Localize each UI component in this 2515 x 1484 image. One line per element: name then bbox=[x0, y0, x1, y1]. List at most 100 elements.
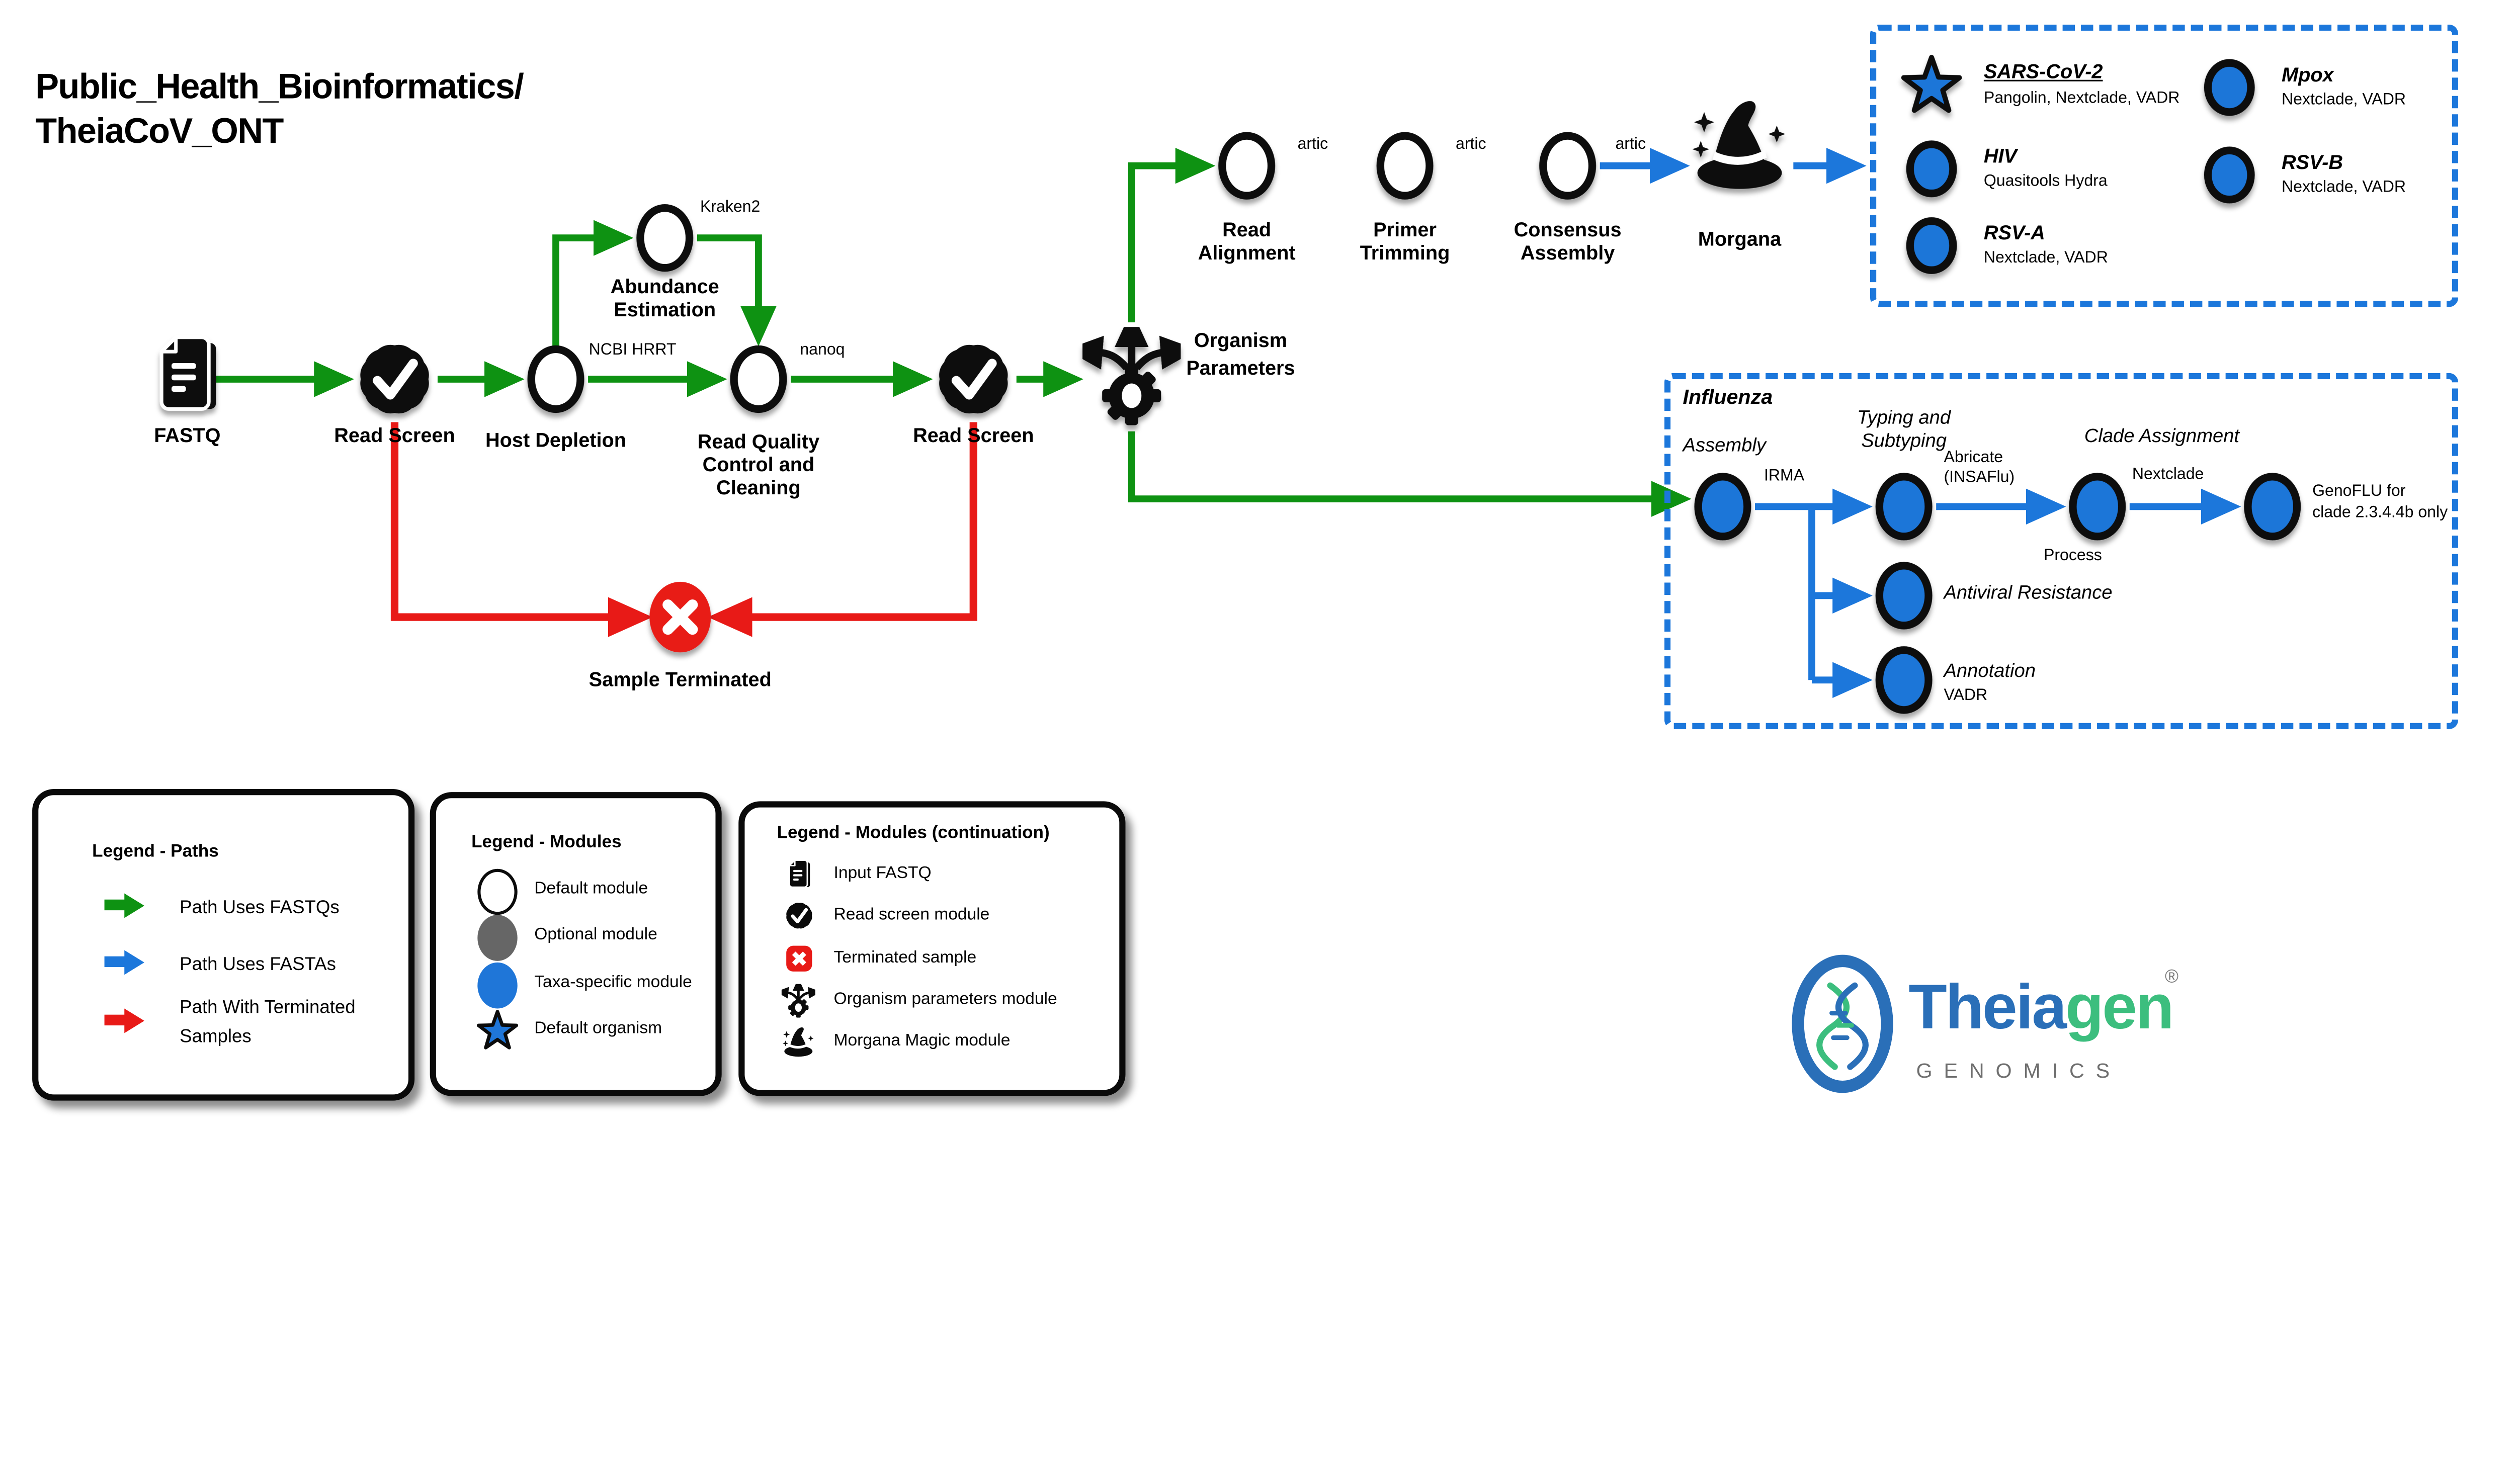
legend-modules-item-taxa: Taxa-specific module bbox=[534, 973, 692, 992]
terminated-sample-legend-icon bbox=[783, 942, 815, 975]
flu-clade-tool: Nextclade bbox=[2132, 465, 2204, 484]
influenza-box bbox=[1664, 373, 2459, 729]
legend-modules-item-optional: Optional module bbox=[534, 925, 657, 944]
read-quality-label-2: Control and bbox=[702, 453, 815, 476]
flu-genoflu-label-2: clade 2.3.4.4b only bbox=[2312, 503, 2448, 522]
brand-gen: gen bbox=[2065, 972, 2174, 1042]
legend-paths-item-fasta: Path Uses FASTAs bbox=[180, 953, 336, 975]
rsv-a-module bbox=[1906, 217, 1957, 274]
host-depletion-label: Host Depletion bbox=[485, 428, 627, 452]
host-depletion-tool: NCBI HRRT bbox=[589, 340, 677, 360]
organism-rsv-a-tools: Nextclade, VADR bbox=[1983, 248, 2108, 268]
rsv-b-module bbox=[2204, 146, 2255, 204]
morgana-magic-legend-icon bbox=[782, 1025, 815, 1059]
flu-genoflu-roman: GenoFLU bbox=[2312, 482, 2383, 501]
flu-antiviral-module bbox=[1875, 562, 1933, 630]
primer-trimming-label-2: Trimming bbox=[1360, 241, 1450, 265]
flu-annotation-tool: VADR bbox=[1944, 686, 1988, 705]
abundance-estimation-module bbox=[636, 204, 694, 272]
consensus-assembly-label-2: Assembly bbox=[1520, 241, 1615, 265]
connector-readscreen2-terminated bbox=[708, 422, 977, 637]
organism-rsv-a-name: RSV-A bbox=[1983, 221, 2045, 244]
fastq-path-arrow-icon bbox=[104, 893, 144, 917]
sample-terminated-label: Sample Terminated bbox=[589, 667, 772, 691]
fastq-label: FASTQ bbox=[154, 423, 221, 447]
connector-organismparams-influenza bbox=[1128, 431, 1692, 517]
flu-typing-tool-2: (INSAFlu) bbox=[1944, 468, 2015, 487]
flu-genoflu-module bbox=[2244, 473, 2301, 541]
influenza-title: Influenza bbox=[1683, 385, 1773, 408]
primer-trimming-module bbox=[1376, 132, 1434, 200]
morgana-magic-icon bbox=[1692, 101, 1786, 189]
organisms-box bbox=[1870, 24, 2459, 307]
read-alignment-label-2: Alignment bbox=[1198, 241, 1296, 265]
sample-terminated-icon bbox=[649, 581, 711, 653]
fasta-path-connectors bbox=[1600, 147, 2241, 698]
legend-paths-item-terminated-2: Samples bbox=[180, 1025, 252, 1047]
fasta-path-arrow-icon bbox=[104, 949, 144, 974]
consensus-assembly-tool: artic bbox=[1615, 135, 1646, 154]
terminated-path-arrow-icon bbox=[104, 1007, 144, 1032]
morgana-label: Morgana bbox=[1698, 227, 1782, 250]
input-fastq-icon bbox=[161, 337, 216, 409]
legend-cont-item-morgana: Morgana Magic module bbox=[833, 1031, 1011, 1050]
flu-typing-module bbox=[1875, 473, 1933, 541]
flu-annotation-module bbox=[1875, 646, 1933, 714]
flu-typing-header-1: Typing and bbox=[1857, 406, 1951, 428]
read-alignment-module bbox=[1218, 132, 1276, 200]
read-screen-2-badge-icon bbox=[933, 338, 1015, 420]
fastq-path-connectors bbox=[199, 147, 1692, 517]
theiagen-wordmark: Theiagen bbox=[1908, 972, 2174, 1042]
host-depletion-module bbox=[527, 345, 584, 413]
consensus-assembly-module bbox=[1539, 132, 1597, 200]
abundance-label-2: Estimation bbox=[614, 298, 716, 321]
consensus-assembly-label-1: Consensus bbox=[1514, 218, 1622, 241]
organism-mpox-tools: Nextclade, VADR bbox=[2282, 91, 2406, 109]
legend-cont-item-readscreen: Read screen module bbox=[833, 905, 990, 924]
organism-rsv-b-tools: Nextclade, VADR bbox=[2282, 178, 2406, 197]
legend-paths-box bbox=[32, 789, 415, 1101]
legend-paths-title: Legend - Paths bbox=[92, 842, 219, 861]
legend-modules-item-organism: Default organism bbox=[534, 1019, 662, 1038]
legend-modules-title: Legend - Modules bbox=[471, 833, 622, 852]
read-alignment-label-1: Read bbox=[1222, 218, 1272, 241]
read-quality-module bbox=[730, 345, 787, 413]
read-alignment-tool: artic bbox=[1297, 135, 1328, 154]
flu-assembly-tool: IRMA bbox=[1764, 466, 1805, 485]
registered-mark: ® bbox=[2165, 966, 2179, 987]
legend-modules-item-default: Default module bbox=[534, 880, 648, 898]
organism-sars-cov-2-tools: Pangolin, Nextclade, VADR bbox=[1983, 89, 2180, 108]
default-organism-star-icon bbox=[474, 1007, 521, 1053]
mpox-module bbox=[2204, 59, 2255, 116]
legend-cont-item-orgparams: Organism parameters module bbox=[833, 990, 1057, 1009]
connector-abundance-readquality bbox=[697, 234, 777, 346]
organism-parameters-label-1: Organism bbox=[1194, 328, 1288, 352]
input-fastq-legend-icon bbox=[783, 858, 815, 890]
taxa-specific-module-icon bbox=[477, 962, 518, 1009]
read-screen-1-badge-icon bbox=[354, 338, 436, 420]
abundance-label-1: Abundance bbox=[610, 275, 719, 298]
optional-module-icon bbox=[477, 915, 518, 961]
flu-annotation-label: Annotation bbox=[1944, 660, 2036, 682]
connector-organismparams-readalignment bbox=[1128, 147, 1216, 323]
brand-theia: Theia bbox=[1908, 972, 2067, 1042]
legend-cont-item-input: Input FASTQ bbox=[833, 864, 932, 883]
hiv-module bbox=[1906, 140, 1957, 198]
legend-cont-item-terminated: Terminated sample bbox=[833, 948, 977, 968]
organism-parameters-legend-icon bbox=[782, 984, 815, 1018]
terminated-path-connectors bbox=[390, 422, 977, 637]
read-screen-legend-icon bbox=[783, 900, 815, 932]
flu-typing-header-2: Subtyping bbox=[1861, 429, 1947, 452]
read-quality-label-1: Read Quality bbox=[697, 429, 820, 453]
flu-typing-tool-1: Abricate bbox=[1944, 448, 2003, 467]
flu-assembly-module bbox=[1694, 473, 1751, 541]
read-screen-1-label: Read Screen bbox=[334, 423, 455, 447]
primer-trimming-tool: artic bbox=[1456, 135, 1486, 154]
organism-parameters-label-2: Parameters bbox=[1186, 356, 1295, 379]
theiagen-logo-icon bbox=[1792, 954, 1893, 1093]
read-quality-tool: nanoq bbox=[800, 340, 845, 360]
flu-genoflu-italic: for bbox=[2382, 482, 2406, 501]
organism-hiv-tools: Quasitools Hydra bbox=[1983, 171, 2108, 191]
legend-paths-item-terminated-1: Path With Terminated bbox=[180, 996, 356, 1018]
legend-modules-cont-title: Legend - Modules (continuation) bbox=[777, 824, 1050, 843]
